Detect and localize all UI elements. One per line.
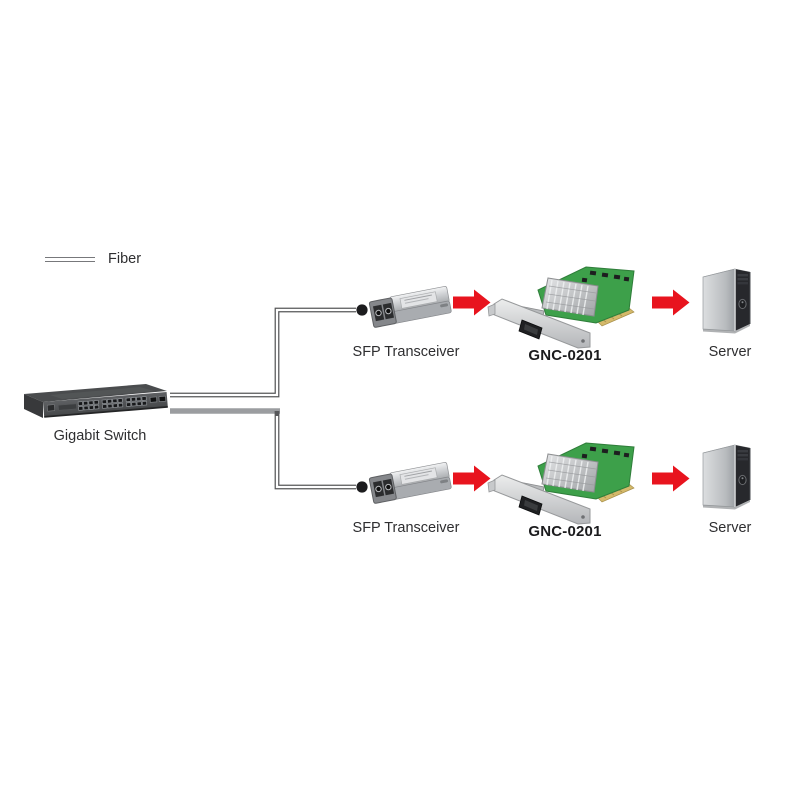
gigabit-switch-label: Gigabit Switch	[53, 428, 147, 444]
sfp-transceiver-illustration	[368, 280, 456, 336]
fiber-endpoint-dot	[356, 481, 368, 493]
red-right-arrow-icon	[652, 465, 690, 492]
fiber-legend: Fiber	[45, 252, 141, 267]
nic-card-illustration	[486, 440, 642, 528]
server-label: Server	[708, 520, 752, 536]
sfp-transceiver-illustration	[368, 456, 456, 512]
red-right-arrow-icon	[652, 289, 690, 316]
connection-row-top: SFP Transceiver GNC-0201 Server	[0, 264, 800, 396]
server-illustration	[698, 442, 760, 516]
nic-model-label: GNC-0201	[528, 347, 602, 364]
fiber-legend-label: Fiber	[108, 251, 142, 267]
fiber-line-sample	[45, 256, 95, 262]
nic-card-illustration	[486, 264, 642, 352]
gigabit-switch-block: Gigabit Switch	[20, 381, 180, 445]
server-label: Server	[708, 344, 752, 360]
server-illustration	[698, 266, 760, 340]
nic-model-label: GNC-0201	[528, 523, 602, 540]
sfp-transceiver-label: SFP Transceiver	[352, 520, 460, 536]
fiber-endpoint-dot	[356, 304, 368, 316]
connection-row-bottom: SFP Transceiver GNC-0201 Server	[0, 440, 800, 572]
sfp-transceiver-label: SFP Transceiver	[352, 344, 460, 360]
